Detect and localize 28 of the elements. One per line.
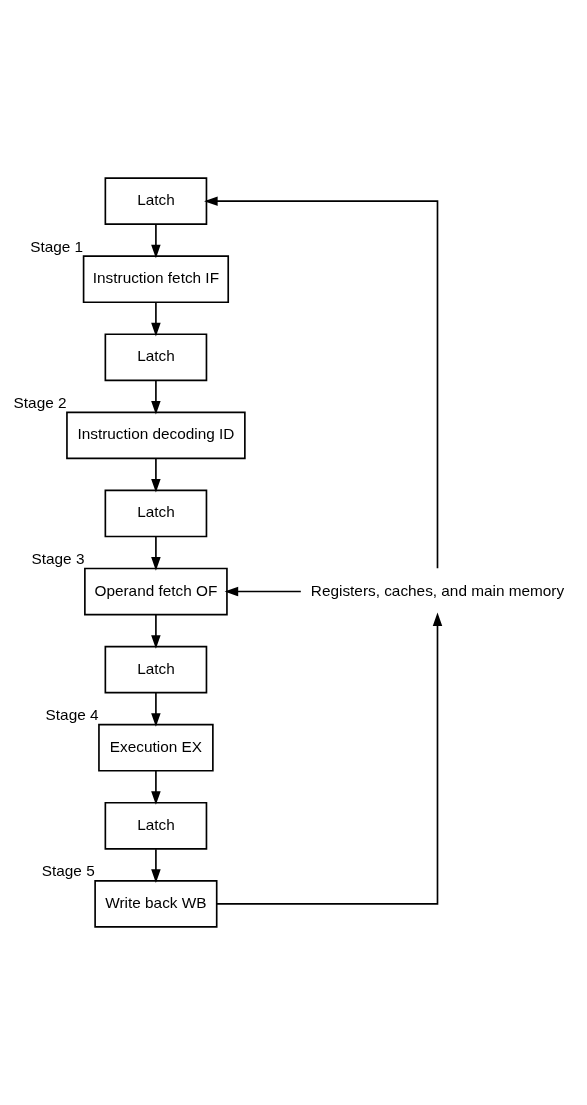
node-box: Latch [104, 333, 208, 382]
arrow [224, 586, 302, 597]
arrow [151, 379, 161, 415]
node-label: Stage 3 [31, 550, 85, 568]
node-box: Instruction fetch IF [82, 255, 230, 304]
node-box: Latch [104, 177, 208, 226]
arrow [204, 196, 439, 570]
node-label: Stage 2 [13, 394, 67, 411]
node-box: Write back WB [94, 879, 218, 928]
node-label: Stage 5 [41, 862, 95, 880]
arrow [151, 770, 161, 805]
arrow [151, 223, 161, 259]
arrow [151, 614, 161, 649]
arrow [151, 301, 161, 337]
arrow [151, 536, 161, 571]
node-box: Instruction decoding ID [66, 411, 246, 460]
arrow [151, 848, 161, 883]
node-box: Latch [104, 645, 208, 694]
node-box: Latch [104, 801, 208, 850]
node-box: Operand fetch OF [84, 567, 228, 616]
arrow [151, 458, 161, 493]
node-box: Latch [104, 489, 208, 538]
arrow [216, 612, 443, 905]
arrow [151, 692, 161, 727]
node-text: Registers, caches, and main memory [310, 581, 565, 599]
node-label: Stage 4 [45, 706, 99, 724]
node-label: Stage 1 [30, 237, 84, 255]
node-box: Execution EX [98, 723, 214, 772]
